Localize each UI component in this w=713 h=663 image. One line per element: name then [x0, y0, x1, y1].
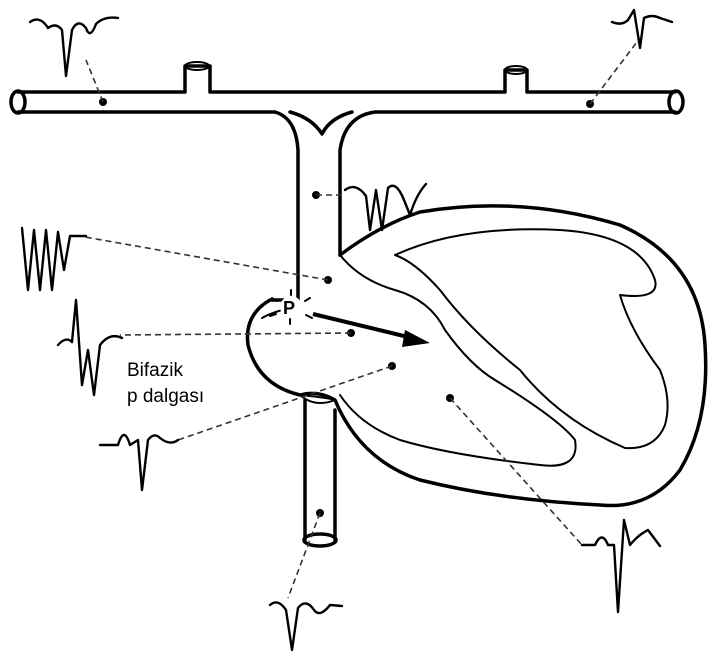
- venous-system: [11, 62, 683, 300]
- p-focus: P: [270, 290, 312, 324]
- ecg-ivc: [270, 602, 342, 650]
- vein-outline-lower-right: [340, 112, 675, 255]
- ecg-traces: [22, 10, 672, 650]
- ecg-svc: [345, 184, 426, 230]
- conduction-arrow: [313, 314, 430, 347]
- ecg-mid-atrium: [58, 300, 122, 395]
- wave-label-line1: Bifazik: [127, 360, 183, 381]
- vein-end-left: [11, 91, 25, 113]
- ecg-ventricle: [582, 520, 660, 612]
- vein-outline-upper: [18, 66, 675, 92]
- biphasic-label: Bifazik p dalgası: [127, 360, 204, 407]
- lead-lines: [85, 38, 640, 598]
- vein-junction: [290, 112, 352, 134]
- tricuspid-region: [340, 255, 576, 466]
- ecg-top-right: [612, 10, 672, 48]
- ecg-high-atrium: [22, 228, 86, 290]
- ecg-low-atrium: [100, 435, 178, 490]
- ecg-top-left: [30, 18, 118, 76]
- heart: [247, 206, 705, 506]
- heart-outer-wall: [247, 206, 705, 506]
- vein-end-right: [669, 91, 683, 113]
- recording-sites: [99, 98, 594, 517]
- wave-label-line2: p dalgası: [127, 386, 204, 407]
- p-marker-label: P: [283, 298, 295, 318]
- vein-outline-lower-left: [18, 112, 298, 300]
- left-ventricle-inner: [395, 229, 668, 448]
- inferior-vena-cava: [304, 400, 336, 546]
